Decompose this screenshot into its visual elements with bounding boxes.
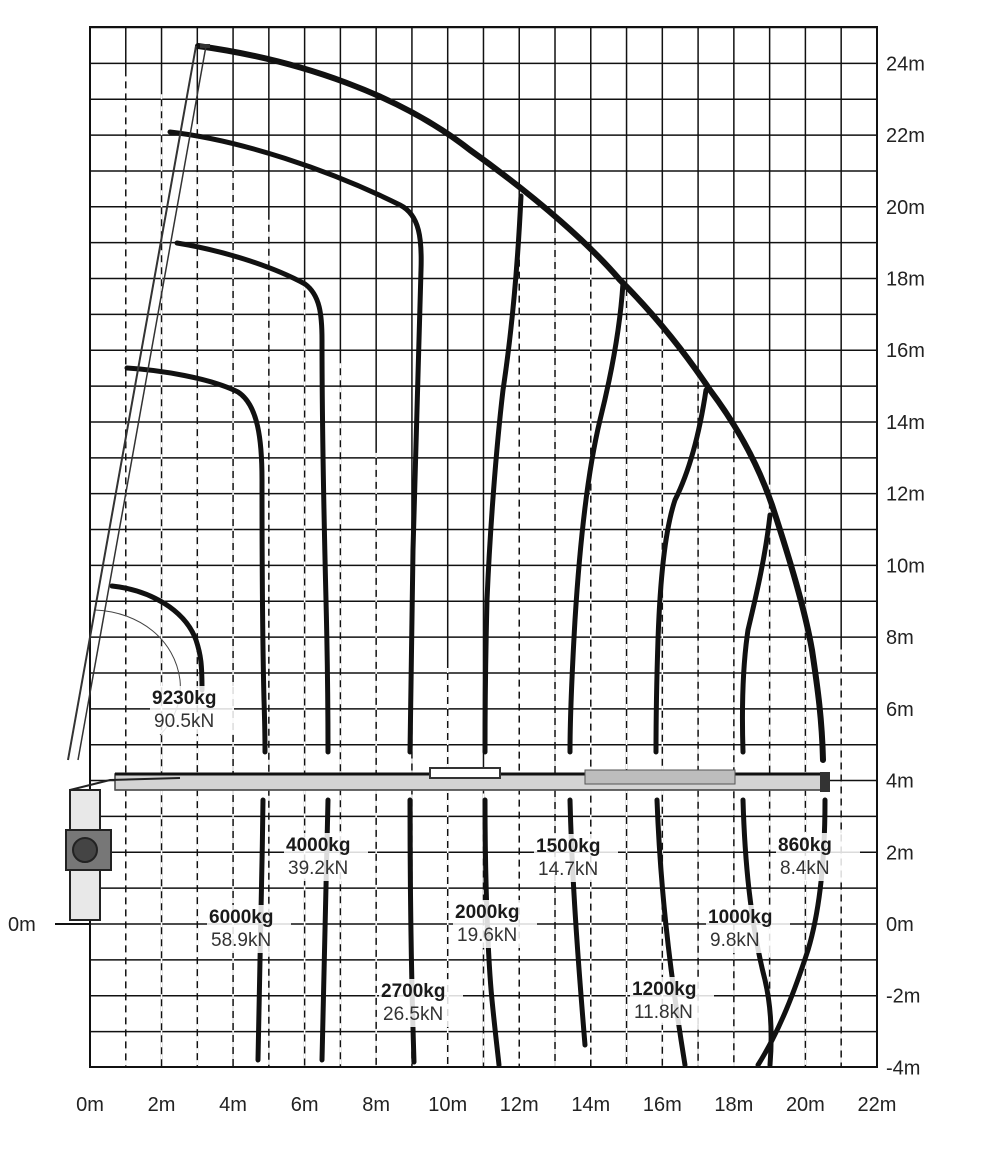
y-tick-label: 18m xyxy=(886,269,925,291)
curve-1000 xyxy=(740,512,773,755)
curve-2700-lower xyxy=(407,797,417,1065)
y-tick-label: 10m xyxy=(886,555,925,577)
y-tick-label: -4m xyxy=(886,1057,920,1079)
crane-base xyxy=(65,777,181,921)
capacity-kn-label: 90.5kN xyxy=(154,711,214,732)
x-tick-label: 2m xyxy=(148,1094,176,1116)
capacity-kg-label: 4000kg xyxy=(286,835,350,856)
capacity-kg-label: 1500kg xyxy=(536,836,600,857)
x-tick-label: 16m xyxy=(643,1094,682,1116)
capacity-kg-label: 860kg xyxy=(778,835,832,856)
capacity-label-bg xyxy=(284,833,368,881)
y-axis-ticks: -4m -2m 0m 2m 4m 6m 8m 10m 12m 14m 16m 18m 20m 22m 24m xyxy=(886,53,925,1079)
y-tick-label: -2m xyxy=(886,986,920,1008)
capacity-label-bg xyxy=(776,833,860,881)
capacity-kn-label: 9.8kN xyxy=(710,930,760,951)
curve-1500-lower xyxy=(567,797,588,1048)
capacity-kn-label: 58.9kN xyxy=(211,930,271,951)
curve-2700 xyxy=(167,129,424,755)
boom-horizontal xyxy=(114,767,830,792)
capacity-label-bg xyxy=(630,977,714,1025)
capacity-kg-label: 1200kg xyxy=(632,979,696,1000)
curve-1000-lower xyxy=(740,797,774,1068)
curve-1200 xyxy=(653,387,709,755)
y-tick-label: 2m xyxy=(886,842,914,864)
curve-2000 xyxy=(482,193,524,755)
capacity-kg-label: 1000kg xyxy=(708,907,772,928)
boom-inclined xyxy=(67,44,210,761)
capacity-kg-label: 2000kg xyxy=(455,902,519,923)
y-tick-label: 12m xyxy=(886,484,925,506)
y-tick-label: 14m xyxy=(886,412,925,434)
capacity-kn-label: 11.8kN xyxy=(634,1002,693,1023)
max-reach-envelope xyxy=(195,43,826,763)
capacity-label-bg xyxy=(150,686,234,734)
x-tick-label: 18m xyxy=(714,1094,753,1116)
x-tick-label: 0m xyxy=(76,1094,104,1116)
curve-9230 xyxy=(109,583,205,693)
capacity-kn-label: 39.2kN xyxy=(288,858,348,879)
capacity-kn-label: 8.4kN xyxy=(780,858,830,879)
x-tick-label: 4m xyxy=(219,1094,247,1116)
x-tick-label: 6m xyxy=(291,1094,319,1116)
capacity-curves xyxy=(109,129,828,1068)
y-tick-label: 22m xyxy=(886,125,925,147)
x-tick-label: 14m xyxy=(571,1094,610,1116)
x-tick-label: 20m xyxy=(786,1094,825,1116)
y-tick-label: 16m xyxy=(886,340,925,362)
capacity-kn-label: 26.5kN xyxy=(383,1004,443,1025)
y-left-zero-label: 0m xyxy=(8,914,36,936)
capacity-label-bg xyxy=(706,905,790,953)
y-tick-label: 6m xyxy=(886,699,914,721)
capacity-label-bg xyxy=(207,905,291,953)
y-tick-label: 0m xyxy=(886,914,914,936)
y-tick-label: 8m xyxy=(886,627,914,649)
capacity-kn-label: 14.7kN xyxy=(538,859,598,880)
curve-1500 xyxy=(567,280,626,755)
curve-4000-lower xyxy=(319,797,331,1063)
capacity-kg-label: 9230kg xyxy=(152,688,216,709)
capacity-kg-label: 2700kg xyxy=(381,981,445,1002)
curve-6000 xyxy=(124,365,268,755)
plot-border xyxy=(89,26,878,1068)
capacity-kg-label: 6000kg xyxy=(209,907,273,928)
y-tick-label: 24m xyxy=(886,53,925,75)
curve-4000 xyxy=(174,240,331,755)
y-tick-label: 20m xyxy=(886,197,925,219)
curve-2000-lower xyxy=(482,797,502,1068)
capacity-label-bg xyxy=(379,979,463,1027)
x-tick-label: 22m xyxy=(857,1094,896,1116)
capacity-kn-label: 19.6kN xyxy=(457,925,517,946)
x-tick-label: 8m xyxy=(362,1094,390,1116)
curve-1200-lower xyxy=(654,797,688,1068)
y-tick-label: 4m xyxy=(886,771,914,793)
x-tick-label: 12m xyxy=(500,1094,539,1116)
x-axis-ticks: 0m 2m 4m 6m 8m 10m 12m 14m 16m 18m 20m 22m xyxy=(76,1094,896,1116)
capacity-label-bg xyxy=(534,834,618,882)
capacity-label-bg xyxy=(453,900,537,948)
x-tick-label: 10m xyxy=(428,1094,467,1116)
